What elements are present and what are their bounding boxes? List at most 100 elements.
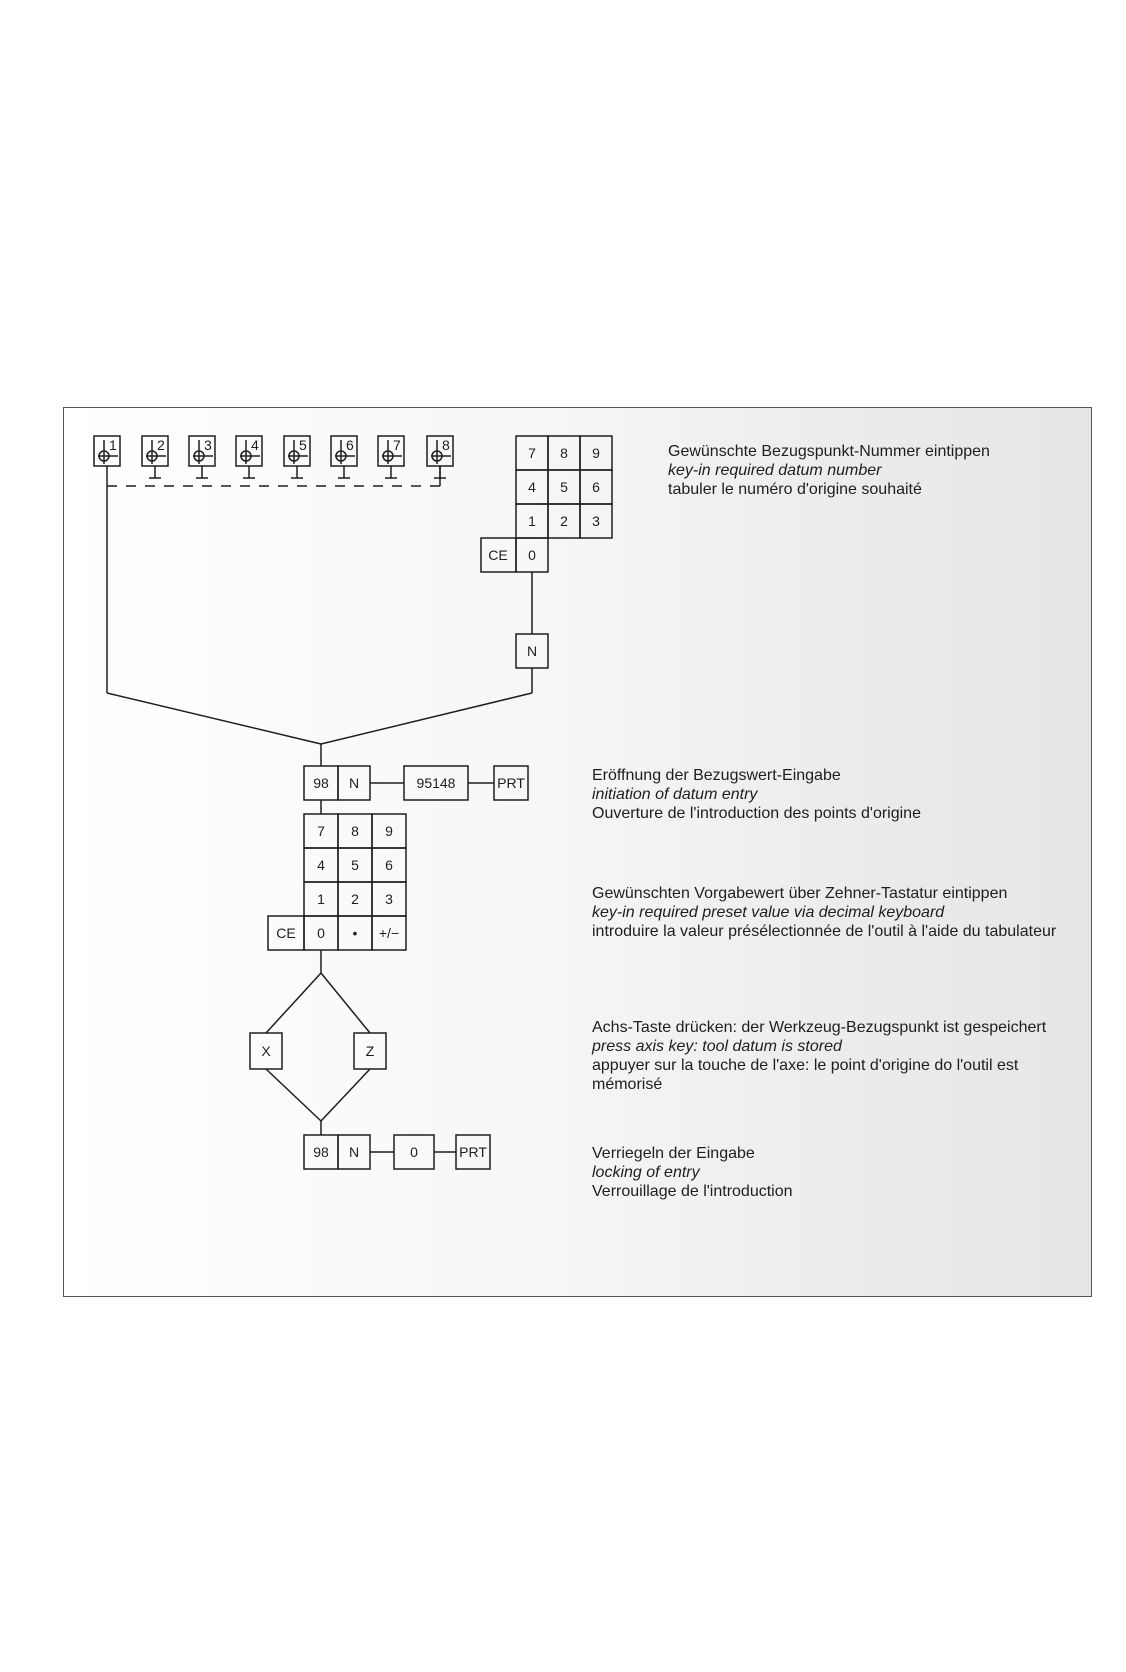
- keypad-top-key-8[interactable]: 8: [547, 435, 581, 471]
- keypad-top-key-ce[interactable]: CE: [480, 537, 517, 573]
- step-4-fr: appuyer sur la touche de l'axe: le point…: [592, 1057, 1019, 1093]
- step-3-en: key-in required preset value via decimal…: [592, 904, 945, 921]
- svg-text:5: 5: [560, 479, 568, 495]
- entry-key-prt[interactable]: PRT: [493, 765, 529, 801]
- step-1-de: Gewünschte Bezugspunkt-Nummer eintippen: [668, 443, 990, 460]
- step-2-en: initiation of datum entry: [592, 786, 758, 803]
- keypad-decimal-key-9[interactable]: 9: [371, 813, 407, 849]
- svg-text:2: 2: [560, 513, 568, 529]
- svg-text:3: 3: [592, 513, 600, 529]
- svg-text:5: 5: [351, 857, 359, 873]
- datum-key-1-label: 1: [109, 437, 117, 453]
- step-5-en: locking of entry: [592, 1164, 700, 1181]
- merge-connector: [106, 692, 533, 766]
- svg-text:2: 2: [351, 891, 359, 907]
- lock-key-prt[interactable]: PRT: [455, 1134, 491, 1170]
- lock-key-0[interactable]: 0: [393, 1134, 435, 1170]
- datum-key-5[interactable]: 5: [283, 435, 311, 467]
- keypad-top-key-0[interactable]: 0: [515, 537, 549, 573]
- step-4-de: Achs-Taste drücken: der Werkzeug-Bezugsp…: [592, 1019, 1047, 1036]
- step-4-en: press axis key: tool datum is stored: [592, 1038, 842, 1055]
- entry-key-n[interactable]: N: [337, 765, 371, 801]
- step-3-de: Gewünschten Vorgabewert über Zehner-Tast…: [592, 885, 1008, 902]
- keypad-top-key-6[interactable]: 6: [579, 469, 613, 505]
- svg-text:1: 1: [528, 513, 536, 529]
- svg-text:1: 1: [317, 891, 325, 907]
- entry-key-98[interactable]: 98: [303, 765, 339, 801]
- keypad-decimal-key-1[interactable]: 1: [303, 881, 339, 917]
- svg-text:•: •: [353, 925, 358, 941]
- svg-text:0: 0: [528, 547, 536, 563]
- keypad-decimal-key-ce[interactable]: CE: [267, 915, 305, 951]
- svg-text:N: N: [349, 1144, 359, 1160]
- axis-key-z[interactable]: Z: [353, 1032, 387, 1070]
- keypad-top-key-4[interactable]: 4: [515, 469, 549, 505]
- keypad-decimal-key-6[interactable]: 6: [371, 847, 407, 883]
- step-3-fr: introduire la valeur présélectionnée de …: [592, 923, 1057, 940]
- datum-key-2[interactable]: 2: [141, 435, 169, 467]
- step-5-de: Verriegeln der Eingabe: [592, 1145, 755, 1162]
- svg-text:6: 6: [592, 479, 600, 495]
- svg-text:7: 7: [528, 445, 536, 461]
- svg-text:98: 98: [313, 775, 329, 791]
- axis-choice-connector: [265, 950, 371, 1135]
- entry-row: 98 N 95148 PRT: [303, 765, 529, 801]
- keypad-decimal-key-0[interactable]: 0: [303, 915, 339, 951]
- keypad-decimal-key-sign[interactable]: +/−: [371, 915, 407, 951]
- keypad-decimal-key-point[interactable]: •: [337, 915, 373, 951]
- lock-key-98[interactable]: 98: [303, 1134, 339, 1170]
- entry-key-95148[interactable]: 95148: [403, 765, 469, 801]
- n-key[interactable]: N: [515, 633, 549, 669]
- svg-text:N: N: [349, 775, 359, 791]
- keypad-top-key-3[interactable]: 3: [579, 503, 613, 539]
- keypad-top-key-1[interactable]: 1: [515, 503, 549, 539]
- svg-text:8: 8: [351, 823, 359, 839]
- keypad-top-key-2[interactable]: 2: [547, 503, 581, 539]
- lock-row: 98 N 0 PRT: [303, 1134, 491, 1170]
- datum-key-5-label: 5: [299, 437, 307, 453]
- keypad-decimal-key-7[interactable]: 7: [303, 813, 339, 849]
- svg-text:X: X: [261, 1043, 271, 1059]
- datum-key-3-label: 3: [204, 437, 212, 453]
- datum-number-keypad: 7 8 9 4 5 6 1 2 3 CE 0: [480, 435, 613, 573]
- flow-diagram: 1 2 3 4 5 6 7: [93, 435, 613, 1170]
- step-1-fr: tabuler le numéro d'origine souhaité: [668, 481, 922, 498]
- step-1-description: Gewünschte Bezugspunkt-Nummer eintippen …: [668, 442, 990, 499]
- keypad-top-key-9[interactable]: 9: [579, 435, 613, 471]
- step-5-fr: Verrouillage de l'introduction: [592, 1183, 793, 1200]
- svg-text:6: 6: [385, 857, 393, 873]
- svg-text:+/−: +/−: [379, 925, 399, 941]
- svg-text:3: 3: [385, 891, 393, 907]
- axis-key-x[interactable]: X: [249, 1032, 283, 1070]
- step-2-de: Eröffnung der Bezugswert-Eingabe: [592, 767, 841, 784]
- svg-text:CE: CE: [488, 547, 507, 563]
- datum-key-8[interactable]: 8: [426, 435, 454, 467]
- datum-key-4[interactable]: 4: [235, 435, 263, 467]
- svg-text:8: 8: [560, 445, 568, 461]
- svg-text:0: 0: [410, 1144, 418, 1160]
- keypad-decimal-key-8[interactable]: 8: [337, 813, 373, 849]
- keypad-decimal-key-5[interactable]: 5: [337, 847, 373, 883]
- svg-text:Z: Z: [366, 1043, 375, 1059]
- keypad-top-key-5[interactable]: 5: [547, 469, 581, 505]
- datum-key-6[interactable]: 6: [330, 435, 358, 467]
- datum-key-8-label: 8: [442, 437, 450, 453]
- keypad-decimal-key-2[interactable]: 2: [337, 881, 373, 917]
- datum-key-3[interactable]: 3: [188, 435, 216, 467]
- step-2-description: Eröffnung der Bezugswert-Eingabe initiat…: [592, 766, 921, 823]
- svg-text:95148: 95148: [417, 775, 456, 791]
- datum-key-6-label: 6: [346, 437, 354, 453]
- keypad-decimal-key-4[interactable]: 4: [303, 847, 339, 883]
- datum-key-7[interactable]: 7: [377, 435, 405, 467]
- step-1-en: key-in required datum number: [668, 462, 882, 479]
- svg-text:N: N: [527, 643, 537, 659]
- step-4-description: Achs-Taste drücken: der Werkzeug-Bezugsp…: [592, 1018, 1062, 1094]
- svg-text:0: 0: [317, 925, 325, 941]
- svg-text:7: 7: [317, 823, 325, 839]
- datum-key-1[interactable]: 1: [93, 435, 121, 467]
- keypad-decimal-key-3[interactable]: 3: [371, 881, 407, 917]
- keypad-top-key-7[interactable]: 7: [515, 435, 549, 471]
- lock-key-n[interactable]: N: [337, 1134, 371, 1170]
- svg-text:PRT: PRT: [459, 1144, 487, 1160]
- svg-text:4: 4: [317, 857, 325, 873]
